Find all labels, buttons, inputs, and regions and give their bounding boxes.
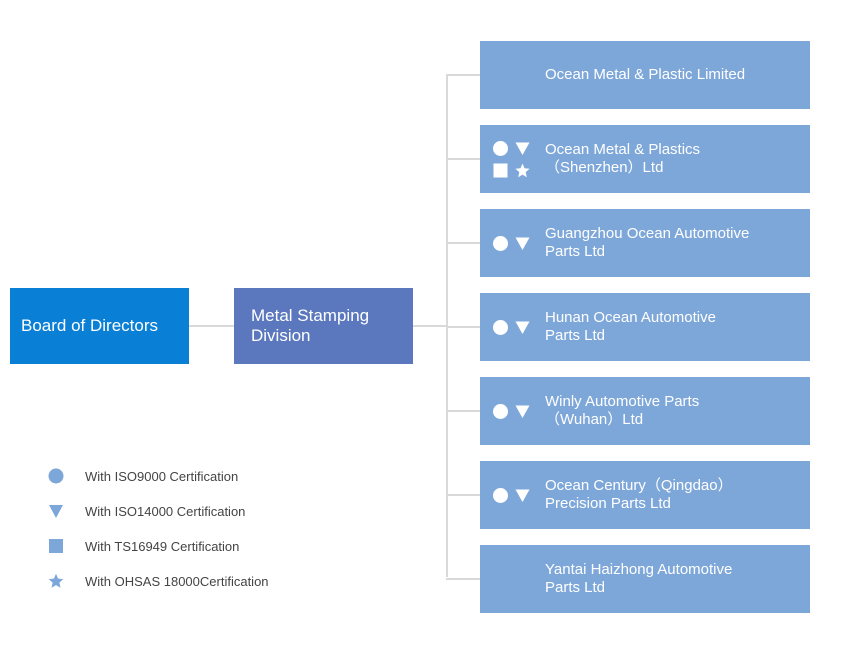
legend-label: With ISO14000 Certification [85, 503, 246, 519]
connector-branch [446, 74, 480, 76]
connector-branch [446, 326, 480, 328]
certification-icons [493, 137, 537, 181]
triangle-down-icon [515, 237, 530, 250]
square-icon [49, 539, 63, 553]
company-name-line1: Yantai Haizhong Automotive [545, 561, 733, 578]
company-name-line2: （Wuhan）Ltd [545, 411, 644, 428]
company-name-line1: Guangzhou Ocean Automotive [545, 225, 750, 242]
company-name-line2: Precision Parts Ltd [545, 495, 671, 512]
board-label: Board of Directors [21, 316, 158, 335]
connector-board-division [189, 325, 234, 327]
certification-icons [493, 484, 537, 506]
star-icon [515, 163, 530, 177]
circle-icon [493, 487, 508, 503]
triangle-down-icon [515, 321, 530, 334]
legend-item-ts16949: With TS16949 Certification [48, 536, 239, 556]
circle-icon [493, 403, 508, 419]
square-icon [493, 163, 508, 177]
connector-trunk-vertical [446, 74, 448, 577]
company-name: Winly Automotive Parts（Wuhan）Ltd [545, 393, 802, 429]
company-name: Ocean Metal & Plastic Limited [545, 66, 802, 84]
company-name-line1: Ocean Century（Qingdao） [545, 477, 733, 494]
legend-label: With TS16949 Certification [85, 538, 240, 554]
company-name-line1: Ocean Metal & Plastics [545, 141, 701, 158]
company-name-line2: Parts Ltd [545, 579, 606, 596]
company-box: Ocean Metal & Plastic Limited [480, 41, 810, 109]
circle-icon [493, 140, 508, 156]
connector-branch [446, 242, 480, 244]
connector-branch [446, 158, 480, 160]
company-name-line1: Winly Automotive Parts [545, 393, 700, 410]
company-name-line2: Parts Ltd [545, 327, 606, 344]
company-box: Winly Automotive Parts（Wuhan）Ltd [480, 377, 810, 445]
connector-branch [446, 410, 480, 412]
triangle-down-icon [515, 489, 530, 502]
connector-division-trunk [413, 325, 447, 327]
legend-label: With ISO9000 Certification [85, 468, 239, 484]
division-label-line1: Metal Stamping [251, 306, 370, 325]
triangle-down-icon [515, 142, 530, 155]
company-name-line2: Parts Ltd [545, 243, 606, 260]
company-name-line2: （Shenzhen）Ltd [545, 159, 664, 176]
division-label-line2: Division [251, 326, 311, 345]
circle-icon [48, 468, 64, 484]
certification-icons [493, 232, 537, 254]
legend-label: With OHSAS 18000Certification [85, 573, 269, 589]
company-name: Ocean Metal & Plastics（Shenzhen）Ltd [545, 141, 802, 177]
company-name-line1: Hunan Ocean Automotive [545, 309, 716, 326]
company-box: Ocean Metal & Plastics（Shenzhen）Ltd [480, 125, 810, 193]
circle-icon [493, 319, 508, 335]
legend-item-ohsas18000: With OHSAS 18000Certification [48, 571, 269, 591]
company-box: Ocean Century（Qingdao）Precision Parts Lt… [480, 461, 810, 529]
star-icon [48, 573, 64, 588]
legend-item-iso9000: With ISO9000 Certification [48, 466, 238, 486]
company-name-line1: Ocean Metal & Plastic Limited [545, 66, 746, 83]
triangle-down-icon [49, 505, 63, 518]
board-of-directors-box: Board of Directors [10, 288, 189, 364]
company-name: Ocean Century（Qingdao）Precision Parts Lt… [545, 477, 802, 513]
metal-stamping-division-box: Metal Stamping Division [234, 288, 413, 364]
certification-icons [493, 316, 537, 338]
certification-icons [493, 400, 537, 422]
triangle-down-icon [515, 405, 530, 418]
circle-icon [493, 235, 508, 251]
connector-branch [446, 494, 480, 496]
connector-branch [446, 578, 480, 580]
legend-item-iso14000: With ISO14000 Certification [48, 501, 245, 521]
